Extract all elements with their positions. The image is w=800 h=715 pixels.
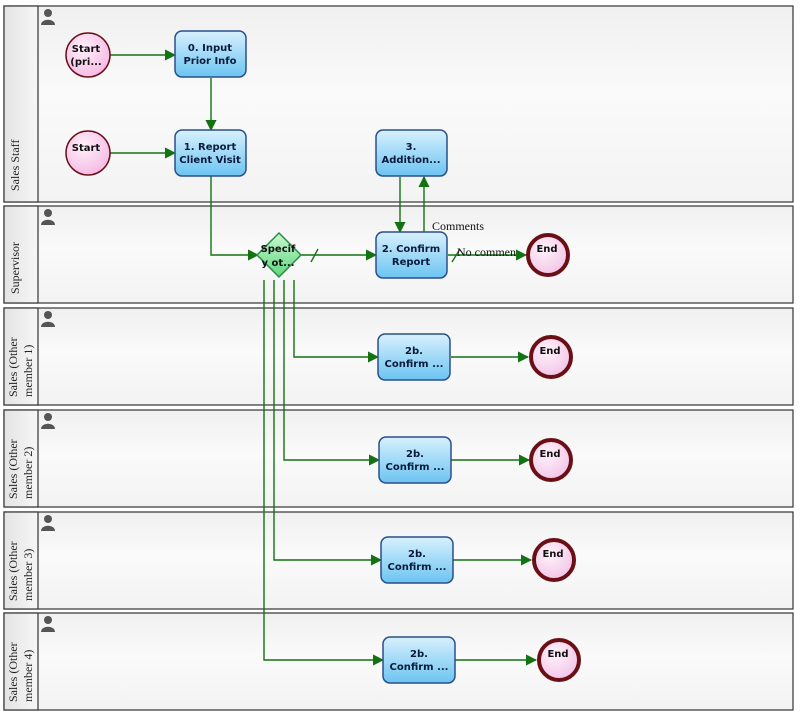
task-label-line2: Confirm ... [385,359,444,370]
task-confirm-member-1[interactable]: 2b. Confirm ... [377,333,451,381]
default-flow-slash [310,248,319,263]
task-label-line1: 1. Report [184,142,237,153]
start-event-label-line2: (pri... [70,57,101,68]
lane-label-line1: Sales (Other [6,337,20,397]
lane-label-line2: member 2) [21,447,35,499]
flow-report-to-gateway[interactable] [210,176,260,261]
task-label-line1: 2b. [410,649,428,660]
task-label-line2: Confirm ... [386,462,445,473]
start-event-prior[interactable]: Start (pri... [65,32,111,78]
end-event-member-4[interactable]: End [537,638,581,682]
start-event-label-line1: Start [72,44,101,55]
flow-gateway-to-member1[interactable] [293,280,380,363]
flow-label-comments: Comments [432,219,484,233]
end-event-label: End [539,346,560,357]
task-label-line1: 2b. [408,549,426,560]
task-input-prior-info[interactable]: 0. Input Prior Info [174,30,247,78]
task-label-line2: Client Visit [179,155,241,166]
flow-label-no-comments: No commen [457,245,516,259]
task-confirm-member-4[interactable]: 2b. Confirm ... [382,636,456,684]
task-label-line2: Confirm ... [388,562,447,573]
start-event-label: Start [72,143,101,154]
task-report-client-visit[interactable]: 1. Report Client Visit [174,129,247,177]
task-label-line1: 0. Input [188,43,232,54]
task-label-line2: Report [392,257,430,268]
task-confirm-member-3[interactable]: 2b. Confirm ... [380,536,454,584]
end-event-label: End [536,244,557,255]
task-label-line1: 2b. [405,346,423,357]
gateway-label-line2: y ot... [261,258,294,269]
lane-label-line1: Sales (Other [6,541,20,601]
end-event-member-3[interactable]: End [532,538,576,582]
task-additional[interactable]: 3. Addition... [375,129,448,177]
task-confirm-member-2[interactable]: 2b. Confirm ... [378,436,452,484]
end-event-supervisor[interactable]: End [526,233,570,277]
end-event-label: End [547,649,568,660]
end-event-member-2[interactable]: End [529,438,573,482]
gateway-specify-others[interactable]: Specif y ot... [255,231,303,279]
lane-label-line2: member 3) [21,549,35,601]
flow-gateway-to-member4[interactable] [263,280,385,666]
default-flow-slash [451,248,461,263]
lane-sales-member-2: Sales (Other member 2) [3,409,794,508]
end-event-member-1[interactable]: End [529,335,573,379]
end-event-label: End [539,449,560,460]
lane-label-line2: member 4) [21,650,35,702]
lane-label-line2: member 1) [21,345,35,397]
sequence-flows [110,49,538,666]
start-event-main[interactable]: Start [65,130,111,176]
flow-gateway-to-member2[interactable] [283,280,381,466]
lane-label: Sales Staff [8,140,22,191]
task-confirm-report[interactable]: 2. Confirm Report [375,231,448,279]
flow-gateway-to-member3[interactable] [273,280,383,566]
task-label-line2: Addition... [381,155,440,166]
end-event-label: End [542,549,563,560]
lane-label-line1: Sales (Other [6,642,20,702]
task-label-line2: Confirm ... [390,662,449,673]
gateway-label-line1: Specif [261,244,296,255]
lane-label: Supervisor [8,242,22,294]
task-label-line1: 2b. [406,449,424,460]
lane-sales-member-1: Sales (Other member 1) [3,307,794,406]
task-label-line1: 2. Confirm [382,244,440,255]
task-label-line2: Prior Info [183,56,236,67]
task-label-line1: 3. [406,142,417,153]
lane-label-line1: Sales (Other [6,439,20,499]
